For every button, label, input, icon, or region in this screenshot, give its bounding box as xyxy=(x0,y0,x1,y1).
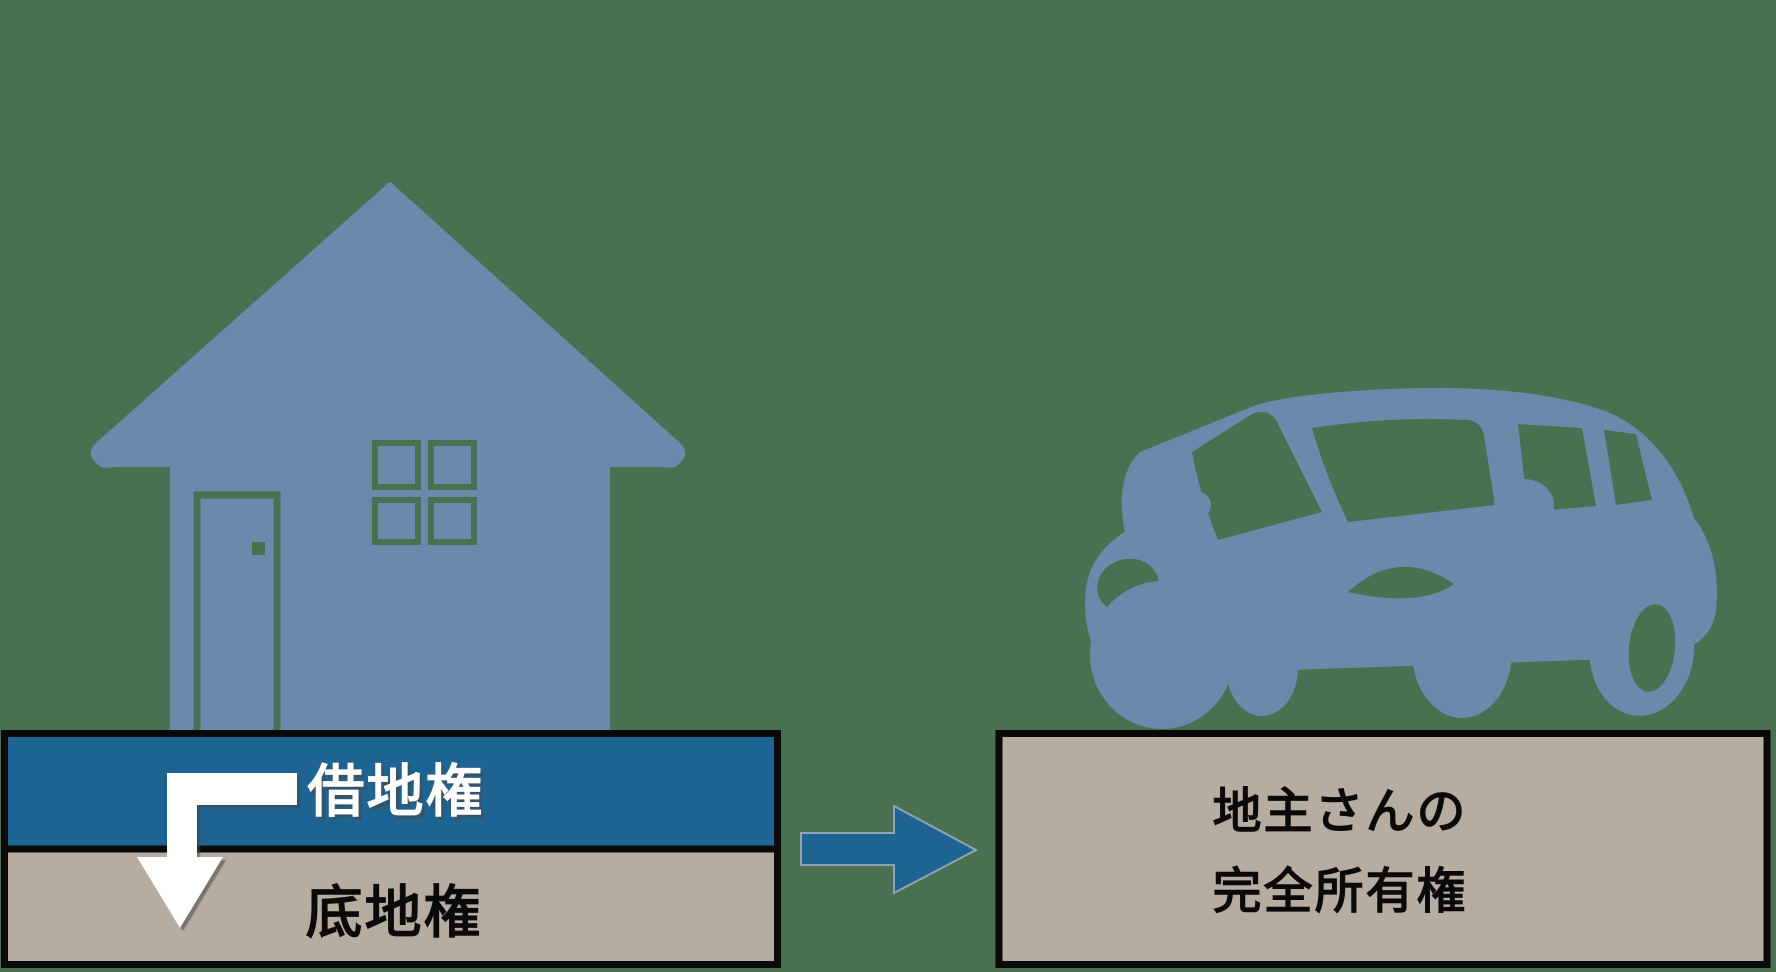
car-side-crescent xyxy=(1348,566,1454,599)
car-rear-window xyxy=(1604,430,1652,505)
car-mirror xyxy=(1185,492,1211,518)
car-headrest xyxy=(1494,479,1554,531)
house-window xyxy=(372,440,477,545)
leasehold-label: 借地権 xyxy=(307,760,485,824)
stack-divider xyxy=(1,845,781,853)
white-bent-down-arrow-icon xyxy=(137,773,297,928)
leasehold-bar xyxy=(1,730,781,849)
stack-border xyxy=(1,730,781,968)
land-owner-bar xyxy=(1,849,781,968)
car-windshield xyxy=(1192,412,1322,540)
full-ownership-box: 地主さんの 完全所有権 xyxy=(995,730,1771,968)
car-rear-wheel-hub xyxy=(1628,604,1676,692)
land-owner-label: 底地権 xyxy=(306,881,483,945)
house-door xyxy=(193,491,281,731)
house-door-knob xyxy=(252,542,265,555)
car-door-window xyxy=(1312,419,1495,522)
car-front-wheel xyxy=(1090,581,1234,729)
house-body xyxy=(90,182,686,731)
ownership-label-line1: 地主さんの xyxy=(1212,785,1467,839)
ownership-box-rect xyxy=(995,730,1771,968)
house-silhouette-icon xyxy=(90,182,686,731)
land-rights-stack: 借地権 底地権 xyxy=(1,730,781,968)
blue-right-arrow-icon xyxy=(800,804,979,895)
car-silhouette-icon xyxy=(1085,387,1718,729)
ownership-label-line2: 完全所有権 xyxy=(1212,864,1467,919)
